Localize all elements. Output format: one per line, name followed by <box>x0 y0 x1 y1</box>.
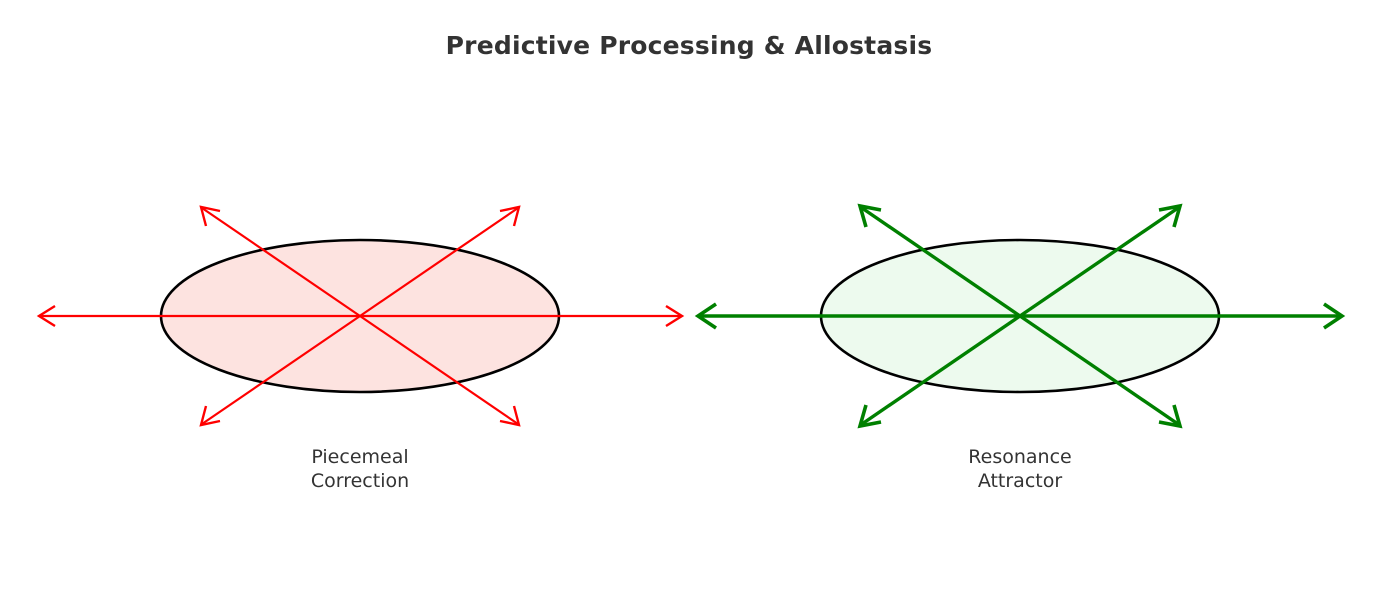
arrowhead-east-icon <box>665 304 685 328</box>
arrowhead-west-icon <box>694 302 717 330</box>
arrowhead-east-icon <box>1323 302 1346 330</box>
page-title: Predictive Processing & Allostasis <box>446 31 933 60</box>
arrowhead-west-icon <box>36 304 56 328</box>
ray-northwest <box>861 206 1021 318</box>
resonance-label-line2: Attractor <box>978 470 1063 492</box>
resonance-rays <box>700 206 1340 426</box>
panel-piecemeal-correction: Piecemeal Correction <box>36 205 685 492</box>
arrowhead-northwest-icon <box>199 205 221 227</box>
arrowhead-southwest-icon <box>199 405 221 427</box>
arrowhead-northeast-icon <box>1158 203 1183 228</box>
panel-resonance-attractor: Resonance Attractor <box>694 203 1346 492</box>
piecemeal-arrowheads <box>36 205 685 427</box>
ray-southwest <box>861 314 1021 426</box>
piecemeal-label-line2: Correction <box>311 470 409 492</box>
ray-southeast <box>1019 314 1179 426</box>
ray-northwest <box>201 207 361 317</box>
ray-southeast <box>359 315 519 425</box>
arrowhead-southeast-icon <box>499 405 521 427</box>
piecemeal-rays <box>40 207 680 425</box>
ray-southwest <box>201 315 361 425</box>
arrowhead-southwest-icon <box>857 404 882 429</box>
ray-northeast <box>1019 206 1179 318</box>
resonance-arrowheads <box>694 203 1346 429</box>
arrowhead-northeast-icon <box>499 205 521 227</box>
arrowhead-southeast-icon <box>1158 404 1183 429</box>
piecemeal-label-line1: Piecemeal <box>311 446 408 468</box>
arrowhead-northwest-icon <box>857 203 882 228</box>
ray-northeast <box>359 207 519 317</box>
resonance-label-line1: Resonance <box>968 446 1071 468</box>
